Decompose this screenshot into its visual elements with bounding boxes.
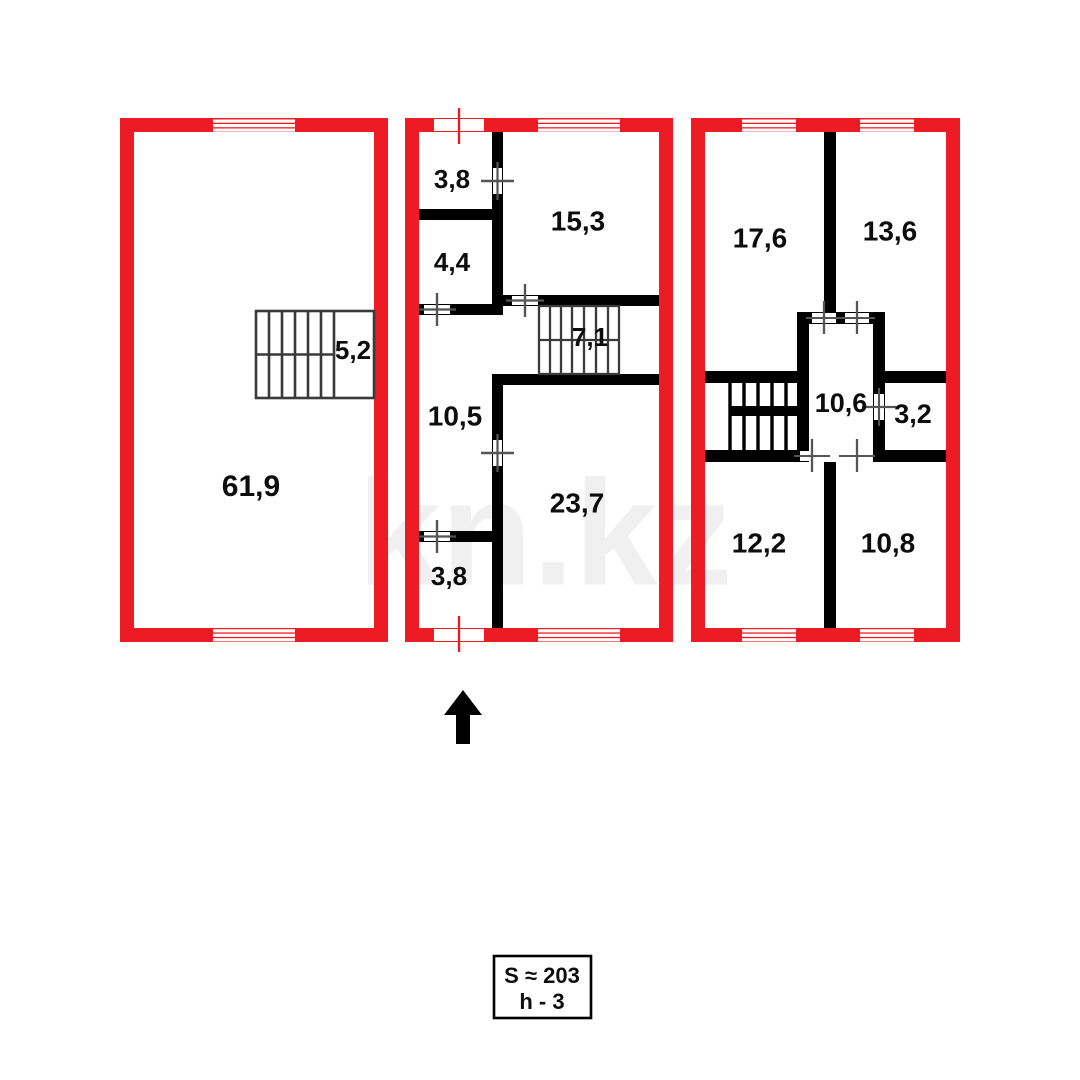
interior-door-10-5-23-7: [481, 434, 514, 472]
interior-door-4-4: [418, 293, 456, 326]
section-3-window-top-left: [742, 118, 796, 132]
section-3-window-top-right: [860, 118, 914, 132]
stripe-2: [742, 124, 796, 128]
north-arrow-icon: [444, 690, 482, 744]
stripe-3: [860, 638, 914, 642]
area-label-10-8: 10,8: [861, 527, 916, 558]
area-label-23-7: 23,7: [550, 487, 605, 518]
area-label-12-2: 12,2: [732, 527, 787, 558]
inner-wall-horiz-left-lower: [705, 450, 809, 462]
door-17-6-hall: [806, 301, 842, 334]
summary-height-text: h - 3: [519, 989, 564, 1014]
stripe-2: [860, 124, 914, 128]
area-label-10-5: 10,5: [428, 400, 483, 431]
window-top-stripe-1: [213, 119, 295, 123]
window-top-stripe-1: [538, 119, 620, 123]
area-label-5-2: 5,2: [335, 335, 371, 365]
section-2-inner-walls: [419, 132, 659, 628]
inner-wall-horiz-3-8-4-4: [419, 209, 503, 220]
outer-wall-right: [946, 118, 960, 642]
section-1-window-bottom: [213, 628, 295, 642]
summary-box: S ≈ 203 h - 3: [492, 954, 593, 1020]
outer-wall-left: [405, 118, 419, 642]
area-label-10-6: 10,6: [815, 388, 868, 418]
inner-wall-horiz-3-8-bottom: [419, 531, 503, 542]
area-label-3-8-bottom: 3,8: [431, 561, 467, 591]
inner-wall-vert-hall-left: [492, 132, 503, 315]
stripe-1: [742, 629, 796, 633]
area-label-61-9: 61,9: [222, 470, 280, 503]
inner-wall-vert-top: [824, 132, 836, 322]
stripe-2: [742, 633, 796, 637]
window-bottom-stripe-3: [213, 638, 295, 642]
stripe-1: [742, 119, 796, 123]
entrance-door-bottom: [434, 616, 484, 652]
window-bottom-stripe-3: [538, 638, 620, 642]
interior-door-hall-15-3: [506, 284, 544, 317]
stripe-2: [860, 633, 914, 637]
inner-wall-vert-10-5-23-7: [492, 374, 503, 628]
stripe-1: [860, 629, 914, 633]
stripe-3: [742, 128, 796, 132]
section-1-basement: 61,9 5,2: [120, 118, 388, 642]
area-label-17-6: 17,6: [733, 222, 788, 253]
section-2-window-top: [538, 118, 620, 132]
window-top-stripe-3: [538, 128, 620, 132]
window-top-stripe-2: [213, 124, 295, 128]
inner-wall-hall-right: [873, 312, 885, 462]
staircase-7-1: [537, 304, 621, 376]
window-top-stripe-3: [213, 128, 295, 132]
inner-wall-horiz-right-lower: [885, 450, 946, 462]
arrow-shape: [444, 690, 482, 744]
inner-wall-horiz-left-upper: [705, 371, 809, 383]
outer-wall-left: [120, 118, 134, 642]
entrance-door-top: [434, 108, 484, 144]
outer-wall-top: [691, 118, 960, 132]
inner-wall-horiz-right-upper: [885, 371, 946, 383]
outer-wall-right: [374, 118, 388, 642]
window-top-stripe-2: [538, 124, 620, 128]
section-3-second-floor: 17,6 13,6 10,6 3,2 12,2 10,8: [691, 118, 960, 642]
interior-door-3-8-top: [481, 162, 514, 200]
window-bottom-stripe-1: [213, 629, 295, 633]
section-3-window-bottom-right: [860, 628, 914, 642]
window-bottom-stripe-2: [213, 633, 295, 637]
outer-wall-right: [659, 118, 673, 642]
inner-wall-horiz-under-4-4: [419, 304, 503, 315]
door-12-2-hall: [794, 439, 830, 472]
area-label-4-4: 4,4: [434, 247, 471, 277]
section-2-first-floor: 3,8 4,4 15,3 7,1 10,5 23,7 3,8: [405, 108, 673, 652]
section-2-window-bottom: [538, 628, 620, 642]
window-bottom-stripe-1: [538, 629, 620, 633]
door-13-6-hall: [839, 301, 875, 334]
section-3-window-bottom-left: [742, 628, 796, 642]
inner-wall-vert-bottom: [824, 462, 836, 628]
staircase-5-2: [254, 309, 376, 400]
inner-wall-horiz-15-3-bottom: [503, 295, 659, 306]
outer-wall-left: [691, 118, 705, 642]
area-label-3-2: 3,2: [894, 399, 932, 429]
outer-wall-bottom: [691, 628, 960, 642]
door-hall-3-2: [862, 388, 896, 426]
staircase-landing: [728, 383, 802, 450]
area-label-15-3: 15,3: [551, 205, 606, 236]
door-10-8-hall: [839, 439, 875, 472]
summary-box-border: [492, 954, 593, 1020]
area-label-13-6: 13,6: [863, 215, 918, 246]
window-bottom-stripe-2: [538, 633, 620, 637]
area-label-7-1: 7,1: [572, 322, 608, 352]
stripe-3: [742, 638, 796, 642]
area-label-3-8-top: 3,8: [434, 164, 470, 194]
stripe-3: [860, 128, 914, 132]
stair-landing-divider: [730, 406, 809, 416]
summary-area-text: S ≈ 203: [504, 963, 580, 988]
inner-wall-horiz-stairs-bottom: [492, 374, 659, 385]
stripe-1: [860, 119, 914, 123]
interior-door-3-8-bottom: [418, 520, 456, 553]
section-1-window-top: [213, 118, 295, 132]
